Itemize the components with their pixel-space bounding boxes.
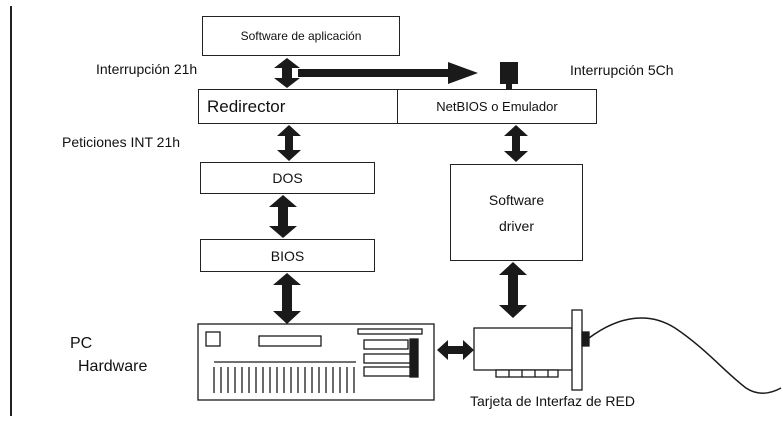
label-pc: PC <box>70 335 93 352</box>
arrow-aplicacion-redirector <box>274 58 300 88</box>
box-bios-label: BIOS <box>270 247 305 264</box>
box-netbios: NetBIOS o Emulador <box>397 89 597 124</box>
box-redirector: Redirector <box>198 89 398 124</box>
arrow-hardware-nic <box>437 340 474 360</box>
arrow-to-netbios <box>298 62 518 90</box>
label-peticiones-int-21h: Peticiones INT 21h <box>62 134 181 150</box>
box-software-aplicacion-label: Software de aplicación <box>240 29 362 43</box>
box-netbios-label: NetBIOS o Emulador <box>436 99 558 114</box>
box-software-driver-line2: driver <box>498 217 534 234</box>
box-software-driver: Software driver <box>450 164 583 261</box>
left-margin-rule <box>10 6 12 416</box>
arrow-redirector-dos <box>277 125 301 161</box>
nic-card-illustration <box>473 309 590 391</box>
box-dos: DOS <box>200 162 375 194</box>
box-bios: BIOS <box>200 239 375 272</box>
arrow-netbios-driver <box>504 125 528 162</box>
label-interrupcion-5ch: Interrupción 5Ch <box>570 62 674 78</box>
label-tarjeta-interfaz-red: Tarjeta de Interfaz de RED <box>470 393 635 409</box>
arrow-dos-bios <box>269 195 297 238</box>
arrow-driver-nic <box>499 262 527 318</box>
label-hardware: Hardware <box>78 358 148 375</box>
pc-hardware-illustration <box>197 323 435 401</box>
box-dos-label: DOS <box>272 170 303 186</box>
arrow-bios-hardware <box>273 273 301 324</box>
box-software-aplicacion: Software de aplicación <box>202 16 400 56</box>
box-software-driver-line1: Software <box>488 191 545 208</box>
box-redirector-label: Redirector <box>207 96 286 116</box>
label-interrupcion-21h: Interrupción 21h <box>96 61 198 77</box>
network-cable <box>588 317 782 394</box>
